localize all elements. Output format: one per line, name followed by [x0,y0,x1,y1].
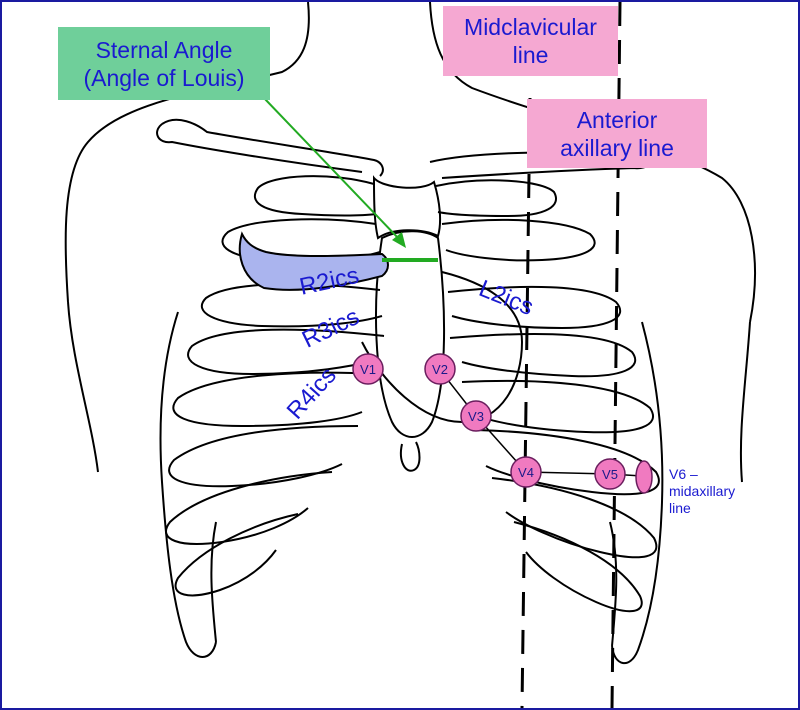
midclavicular-line-2: line [512,42,549,68]
sternal-angle-line-1: Sternal Angle [95,36,233,63]
v6-label-line-1: V6 – [669,466,698,482]
right-arm-edge [739,321,751,483]
lead-v2-marker [424,353,456,385]
lead-v4-marker [510,456,542,488]
midclavicular-line-1: Midclavicular [464,14,597,40]
sternal-angle-box: Sternal Angle (Angle of Louis) [58,27,270,100]
sternal-angle-pointer [263,97,401,241]
lead-v5-label: V5 [602,467,618,482]
lead-v5: V5 [594,458,626,490]
r2ics-highlight [238,231,389,291]
xiphoid [400,441,421,472]
left-arm-edge [67,301,99,473]
heart-outline [361,271,524,424]
anterior-axillary-line-1: Anterior [576,106,658,133]
sternal-angle-arrowhead [392,232,406,248]
lead-v5-marker [594,458,626,490]
right-ribs [159,175,385,658]
lead-v4: V4 [510,456,542,488]
lead-v2-label: V2 [432,362,448,377]
lead-v1-label: V1 [360,362,376,377]
v6-label-line-3: line [669,500,691,516]
sternal-angle-line-2: (Angle of Louis) [83,64,245,91]
midclavicular-box: Midclavicular line [443,6,618,76]
v6-label: V6 – midaxillary line [669,466,735,517]
lead-v3-label: V3 [468,409,484,424]
right-clavicle-lower [156,123,363,173]
sternum-body [375,230,446,438]
lead-v3-marker [460,400,492,432]
lead-v1: V1 [352,353,384,385]
manubrium [372,175,442,240]
lead-v1-marker [352,353,384,385]
lead-v4-label: V4 [518,465,534,480]
lead-v6-marker [635,460,653,494]
anterior-axillary-box: Anterior axillary line [527,99,707,168]
v6-label-line-2: midaxillary [669,483,736,499]
left-shoulder-outline [64,2,310,303]
anterior-axillary-dashed-line [520,97,532,708]
lead-v3: V3 [460,400,492,432]
lead-v2: V2 [424,353,456,385]
anterior-axillary-line-2: axillary line [560,134,674,161]
right-clavicle [161,118,384,177]
